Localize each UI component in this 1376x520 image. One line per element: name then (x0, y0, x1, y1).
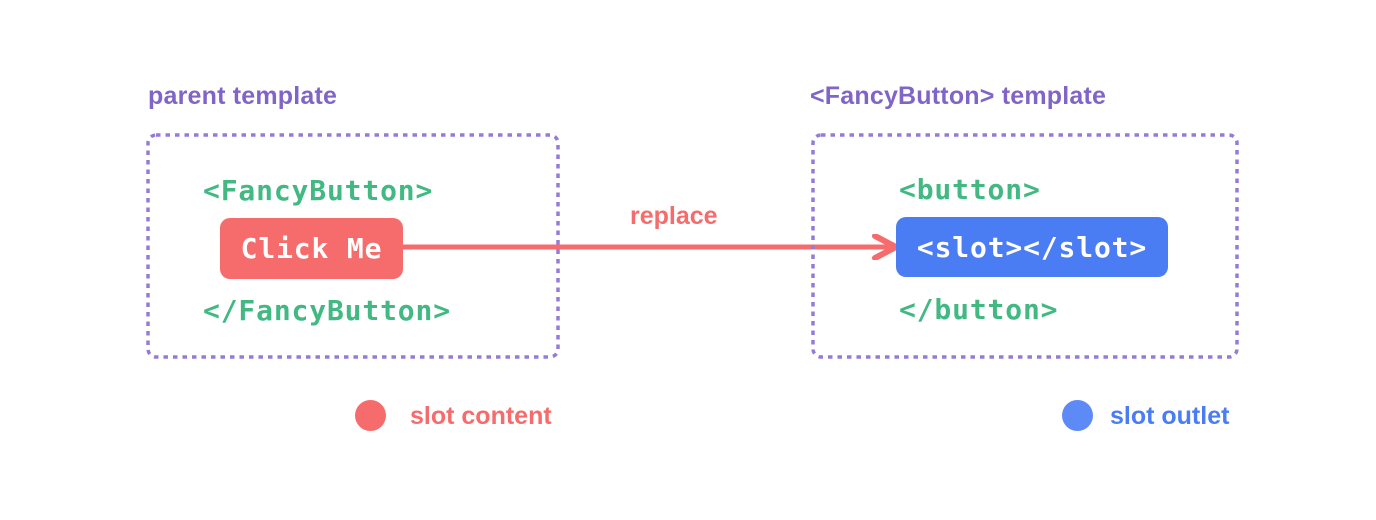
slot-content-legend-label: slot content (410, 402, 552, 430)
parent-code-close-tag: </FancyButton> (203, 294, 451, 327)
slot-content-chip-label: Click Me (240, 232, 383, 265)
fancybutton-template-border (811, 133, 1239, 359)
slot-outlet-legend-dot (1062, 400, 1093, 431)
parent-template-border (146, 133, 560, 359)
slot-outlet-chip-label: <slot></slot> (916, 230, 1148, 264)
parent-code-open-tag: <FancyButton> (203, 174, 434, 207)
fancybutton-template-title: <FancyButton> template (810, 82, 1107, 110)
parent-template-title: parent template (148, 82, 338, 110)
replace-arrow-label: replace (630, 202, 718, 230)
fancybutton-code-open-tag: <button> (899, 173, 1041, 206)
slot-outlet-chip: <slot></slot> (896, 217, 1168, 277)
slot-content-chip: Click Me (220, 218, 403, 279)
slot-content-legend-dot (355, 400, 386, 431)
slot-outlet-legend-label: slot outlet (1110, 402, 1230, 430)
fancybutton-code-close-tag: </button> (899, 293, 1059, 326)
